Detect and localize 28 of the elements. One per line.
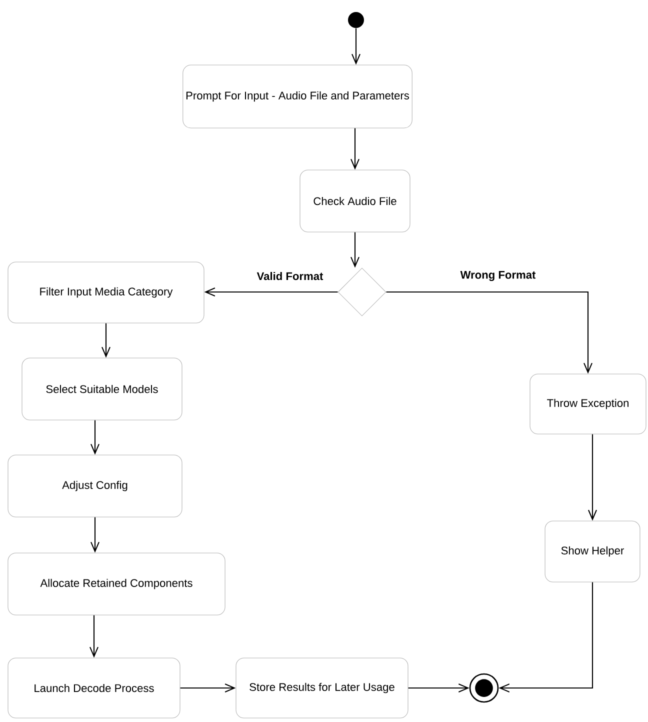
arrow: [408, 684, 470, 692]
action-box: Store Results for Later Usage: [236, 658, 408, 718]
initial-node: [348, 12, 364, 28]
action-box: Filter Input Media Category: [8, 262, 204, 324]
edge-label: Valid Format: [256, 272, 324, 280]
action-box: Adjust Config: [8, 454, 182, 518]
arrow: [90, 615, 98, 658]
edge-label: Wrong Format: [460, 271, 536, 281]
action-box: Allocate Retained Components: [8, 552, 226, 616]
action-box: Select Suitable Models: [22, 358, 182, 420]
arrow: [180, 684, 236, 692]
arrow: [204, 288, 338, 296]
arrow: [498, 582, 594, 692]
action-box: Prompt For Input - Audio File and Parameters: [182, 64, 412, 128]
arrow: [588, 434, 597, 521]
action-box: Launch Decode Process: [8, 658, 180, 718]
action-box: Show Helper: [544, 520, 640, 582]
arrow: [386, 291, 592, 374]
decision-diamond: [338, 268, 386, 316]
final-node: [469, 673, 499, 703]
action-box: Throw Exception: [530, 374, 646, 434]
arrow: [102, 323, 110, 358]
arrow: [90, 517, 100, 553]
action-box: Check Audio File: [300, 170, 410, 232]
arrow: [350, 232, 360, 268]
arrow: [352, 28, 360, 65]
arrow: [350, 128, 360, 170]
arrow: [90, 420, 100, 455]
